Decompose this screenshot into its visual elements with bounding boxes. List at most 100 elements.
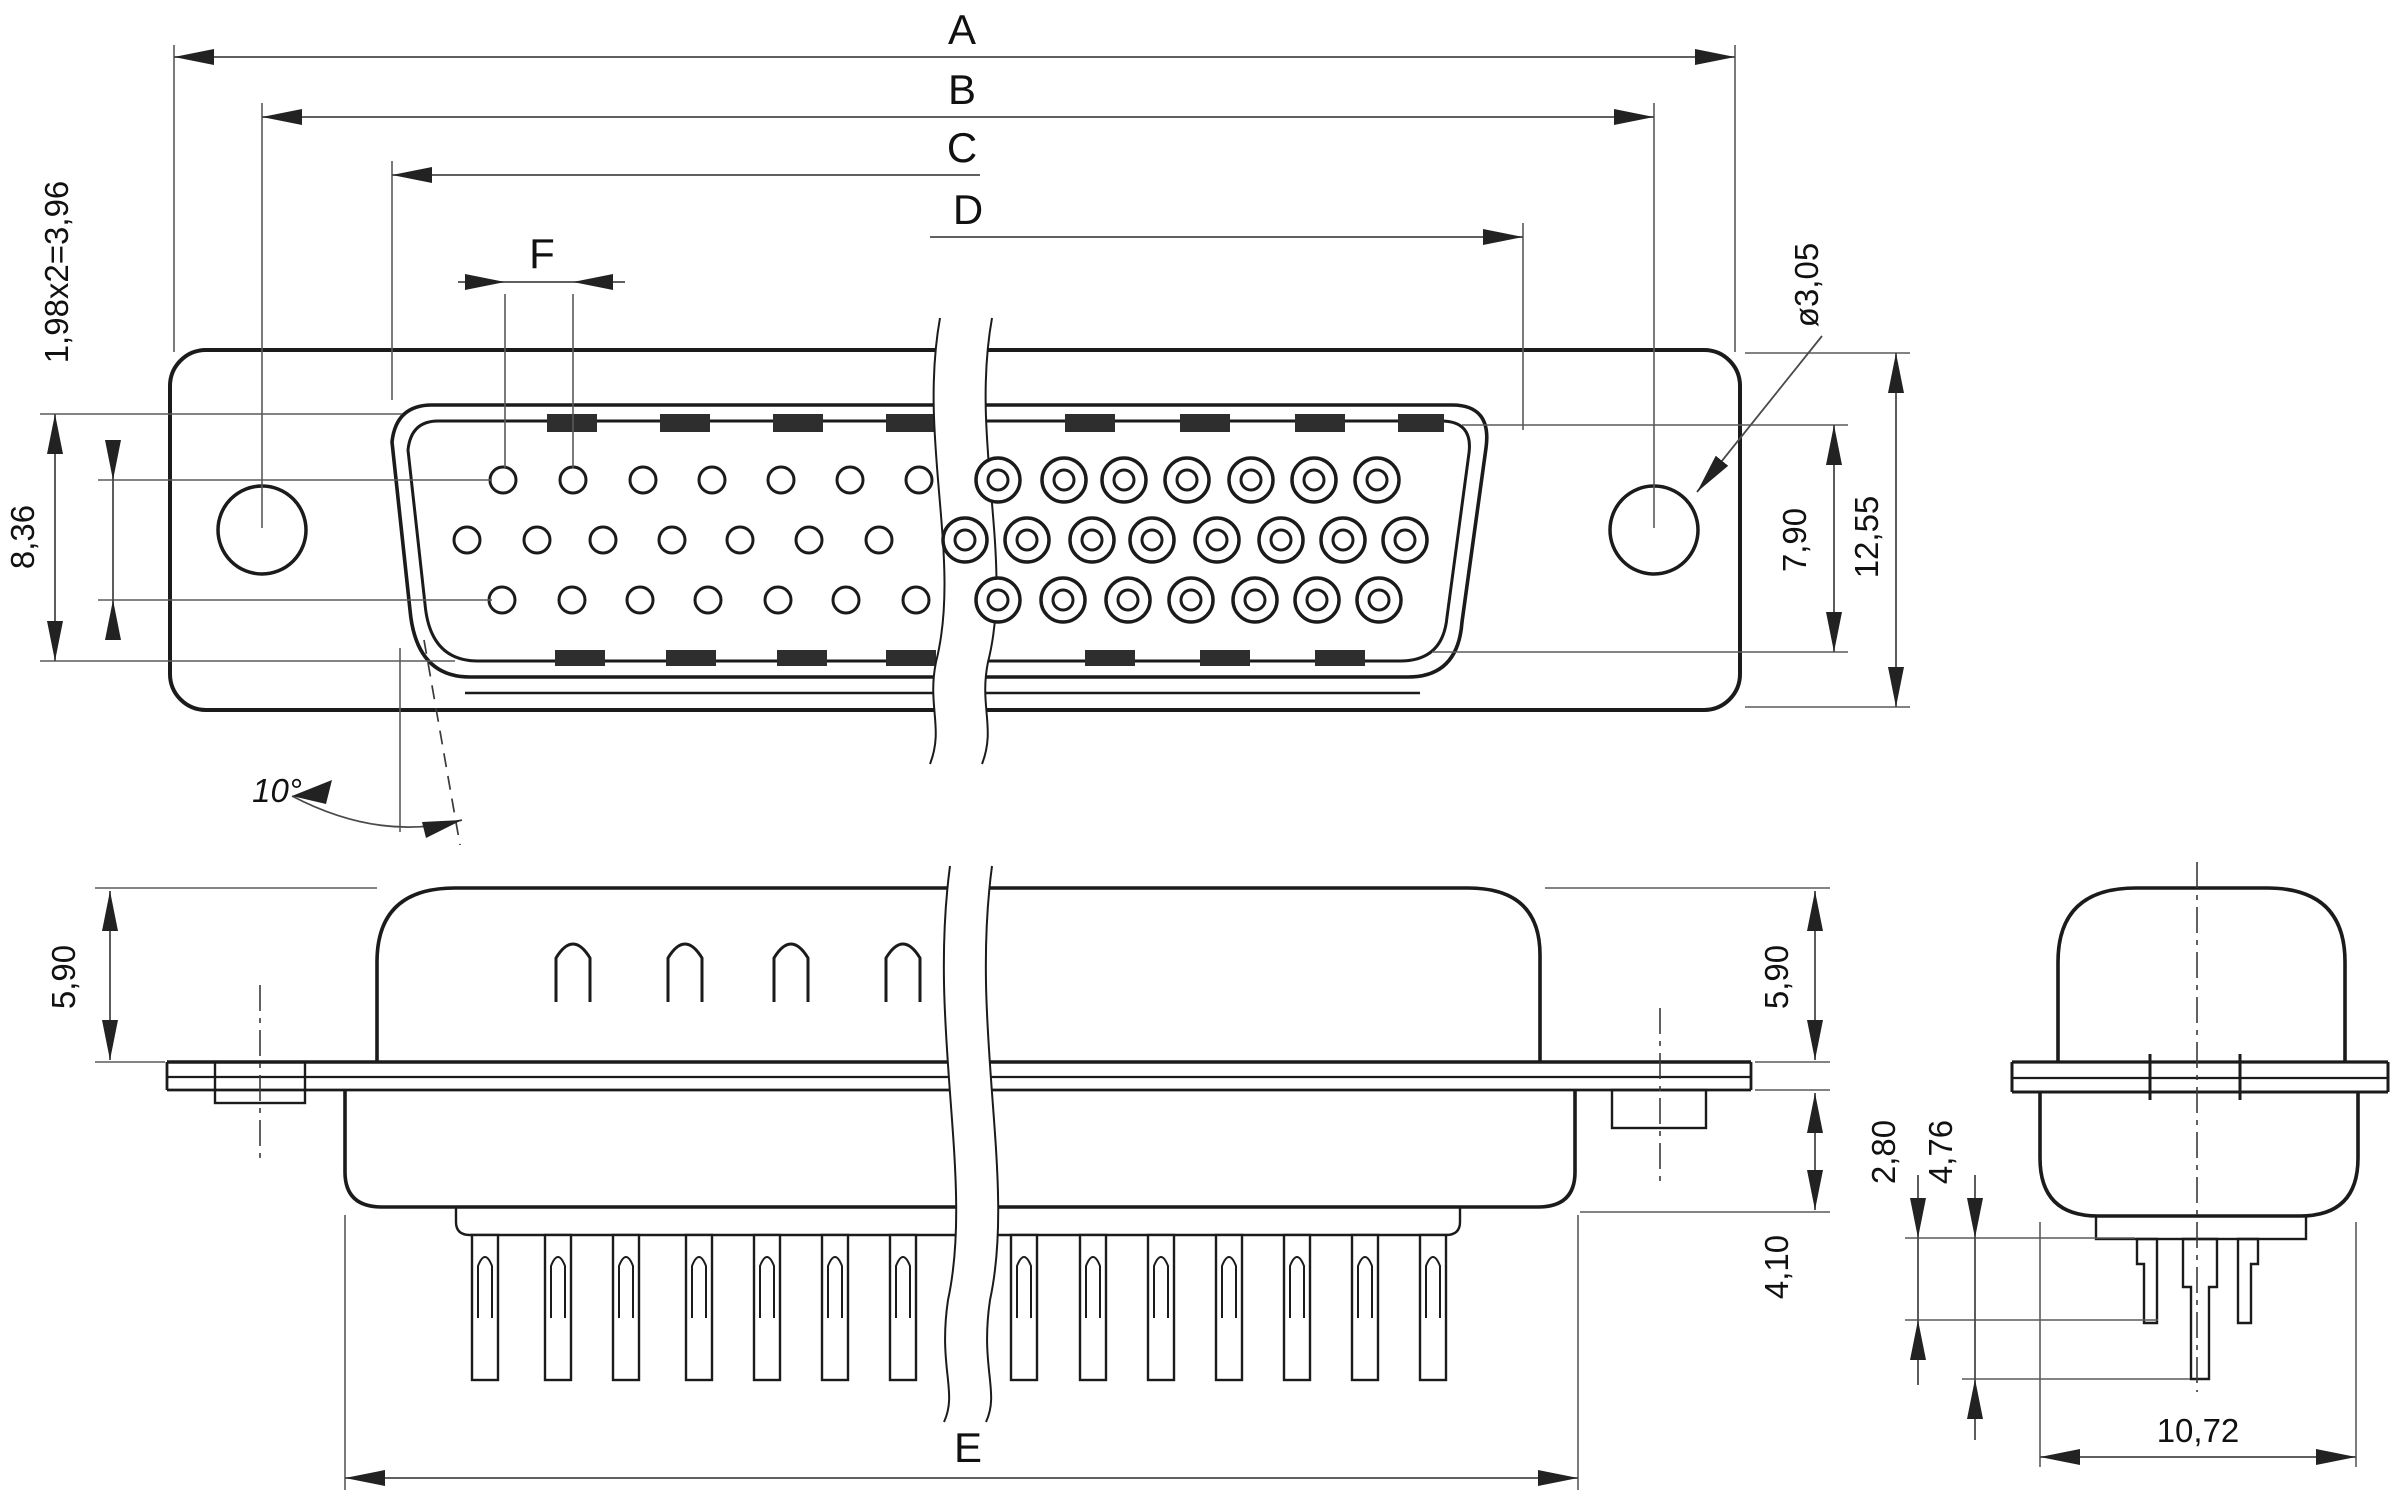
dim-label-c: C <box>947 124 977 171</box>
shell-slot <box>555 650 605 666</box>
hole-diameter-leader <box>1696 335 1823 493</box>
shell-slot <box>1085 650 1135 666</box>
socket-contact-field <box>941 456 1429 624</box>
solder-pin-fork <box>1016 1256 1032 1318</box>
solder-pin <box>1009 1233 1039 1382</box>
solder-pin <box>1418 1233 1448 1382</box>
draft-angle-slanted-line <box>423 639 461 846</box>
solder-pin-fork <box>1085 1256 1101 1318</box>
shell-slot <box>660 414 710 432</box>
solder-pin-fork <box>618 1256 634 1318</box>
solder-pin-left <box>2135 1237 2159 1325</box>
solder-pin <box>820 1233 850 1382</box>
shell-slot <box>1180 414 1230 432</box>
pin-hole <box>794 525 824 555</box>
shell-slot <box>886 650 936 666</box>
hood-pin-opening <box>884 942 922 1002</box>
socket-contact-bore <box>1243 588 1267 612</box>
insulator-strip <box>2094 1214 2308 1241</box>
solder-pin-right <box>2236 1237 2260 1325</box>
solder-pin-fork <box>1221 1256 1237 1318</box>
mounting-clip-right <box>1610 1088 1708 1130</box>
solder-pin <box>752 1233 782 1382</box>
solder-pin <box>611 1233 641 1382</box>
dim-value-flange-height: 12,55 <box>1848 496 1885 579</box>
hood-pin-openings <box>554 942 922 1002</box>
shell-slot <box>1065 414 1115 432</box>
pin-hole <box>901 585 931 615</box>
socket-contact-bore <box>1051 588 1075 612</box>
dim-value-shell-height: 7,90 <box>1776 508 1813 572</box>
solder-pin <box>1214 1233 1244 1382</box>
dim-label-d: D <box>953 186 983 233</box>
pin-hole <box>763 585 793 615</box>
socket-contact-bore <box>1080 528 1104 552</box>
socket-contact-bore <box>1175 468 1199 492</box>
solder-pin-center <box>2181 1237 2219 1381</box>
break-edge <box>942 865 958 1423</box>
solder-pin-fork <box>759 1256 775 1318</box>
socket-contact-bore <box>1205 528 1229 552</box>
pin-hole <box>864 525 894 555</box>
draft-angle-arrow <box>292 780 332 804</box>
mounting-clip-left <box>213 1060 307 1105</box>
solder-pin-fork <box>477 1256 493 1318</box>
solder-pin-fork <box>1425 1256 1441 1318</box>
pin-hole <box>831 585 861 615</box>
solder-pin-row <box>470 1233 1448 1382</box>
end-view <box>2010 862 2390 1392</box>
side-view <box>165 886 1753 1382</box>
pin-hole <box>904 465 934 495</box>
solder-pin <box>1146 1233 1176 1382</box>
dim-label-a: A <box>948 6 976 53</box>
shell-slot <box>1200 650 1250 666</box>
socket-contact-bore <box>1393 528 1417 552</box>
pin-hole <box>766 465 796 495</box>
solder-pin-fork <box>1357 1256 1373 1318</box>
solder-pin <box>888 1233 918 1382</box>
socket-contact-bore <box>1331 528 1355 552</box>
socket-contact-bore <box>953 528 977 552</box>
shell-slots-left <box>547 414 936 666</box>
hood-pin-opening <box>772 942 810 1002</box>
pin-hole <box>625 585 655 615</box>
pin-hole <box>487 585 517 615</box>
solder-pin-fork <box>895 1256 911 1318</box>
dimensions-side-view: 5,90 5,90 4,10 E <box>45 887 1830 1490</box>
pin-field-left <box>452 465 934 615</box>
shell-slot <box>1295 414 1345 432</box>
socket-contact-bore <box>1112 468 1136 492</box>
pin-hole <box>452 525 482 555</box>
dim-label-e: E <box>954 1424 982 1471</box>
pin-hole <box>588 525 618 555</box>
solder-pin <box>684 1233 714 1382</box>
solder-pin <box>1282 1233 1312 1382</box>
pin-hole <box>558 465 588 495</box>
dim-value-hood-depth-right: 5,90 <box>1758 945 1795 1009</box>
solder-pin <box>543 1233 573 1382</box>
socket-contact-bore <box>1239 468 1263 492</box>
solder-pin <box>1350 1233 1380 1382</box>
shell-slot <box>777 650 827 666</box>
solder-pin-fork <box>1153 1256 1169 1318</box>
dim-value-pin-length: 4,76 <box>1922 1120 1959 1184</box>
dim-value-face-height: 8,36 <box>4 505 41 569</box>
dim-value-footprint-width: 10,72 <box>2157 1412 2240 1449</box>
shell-slot <box>1398 414 1444 432</box>
pin-hole <box>488 465 518 495</box>
socket-contact-bore <box>986 468 1010 492</box>
socket-contact-bore <box>1015 528 1039 552</box>
pin-hole <box>725 525 755 555</box>
dim-value-hole-diameter: ø3,05 <box>1788 243 1825 327</box>
shell-slot <box>666 650 716 666</box>
hood-pin-opening <box>666 942 704 1002</box>
dim-value-row-pitch: 1,98x2=3,96 <box>38 181 75 364</box>
hood-dome-outline <box>2056 886 2347 1062</box>
dimensions-top-view: A B C D F 1,98x2=3,96 8,36 ø3,05 7,90 12… <box>4 6 1910 846</box>
shell-slots-right <box>1065 414 1444 666</box>
shell-slot <box>773 414 823 432</box>
shell-slot <box>547 414 597 432</box>
break-band <box>943 866 999 1422</box>
dim-value-draft-angle: 10° <box>252 772 302 809</box>
body-outline <box>2038 1092 2360 1218</box>
